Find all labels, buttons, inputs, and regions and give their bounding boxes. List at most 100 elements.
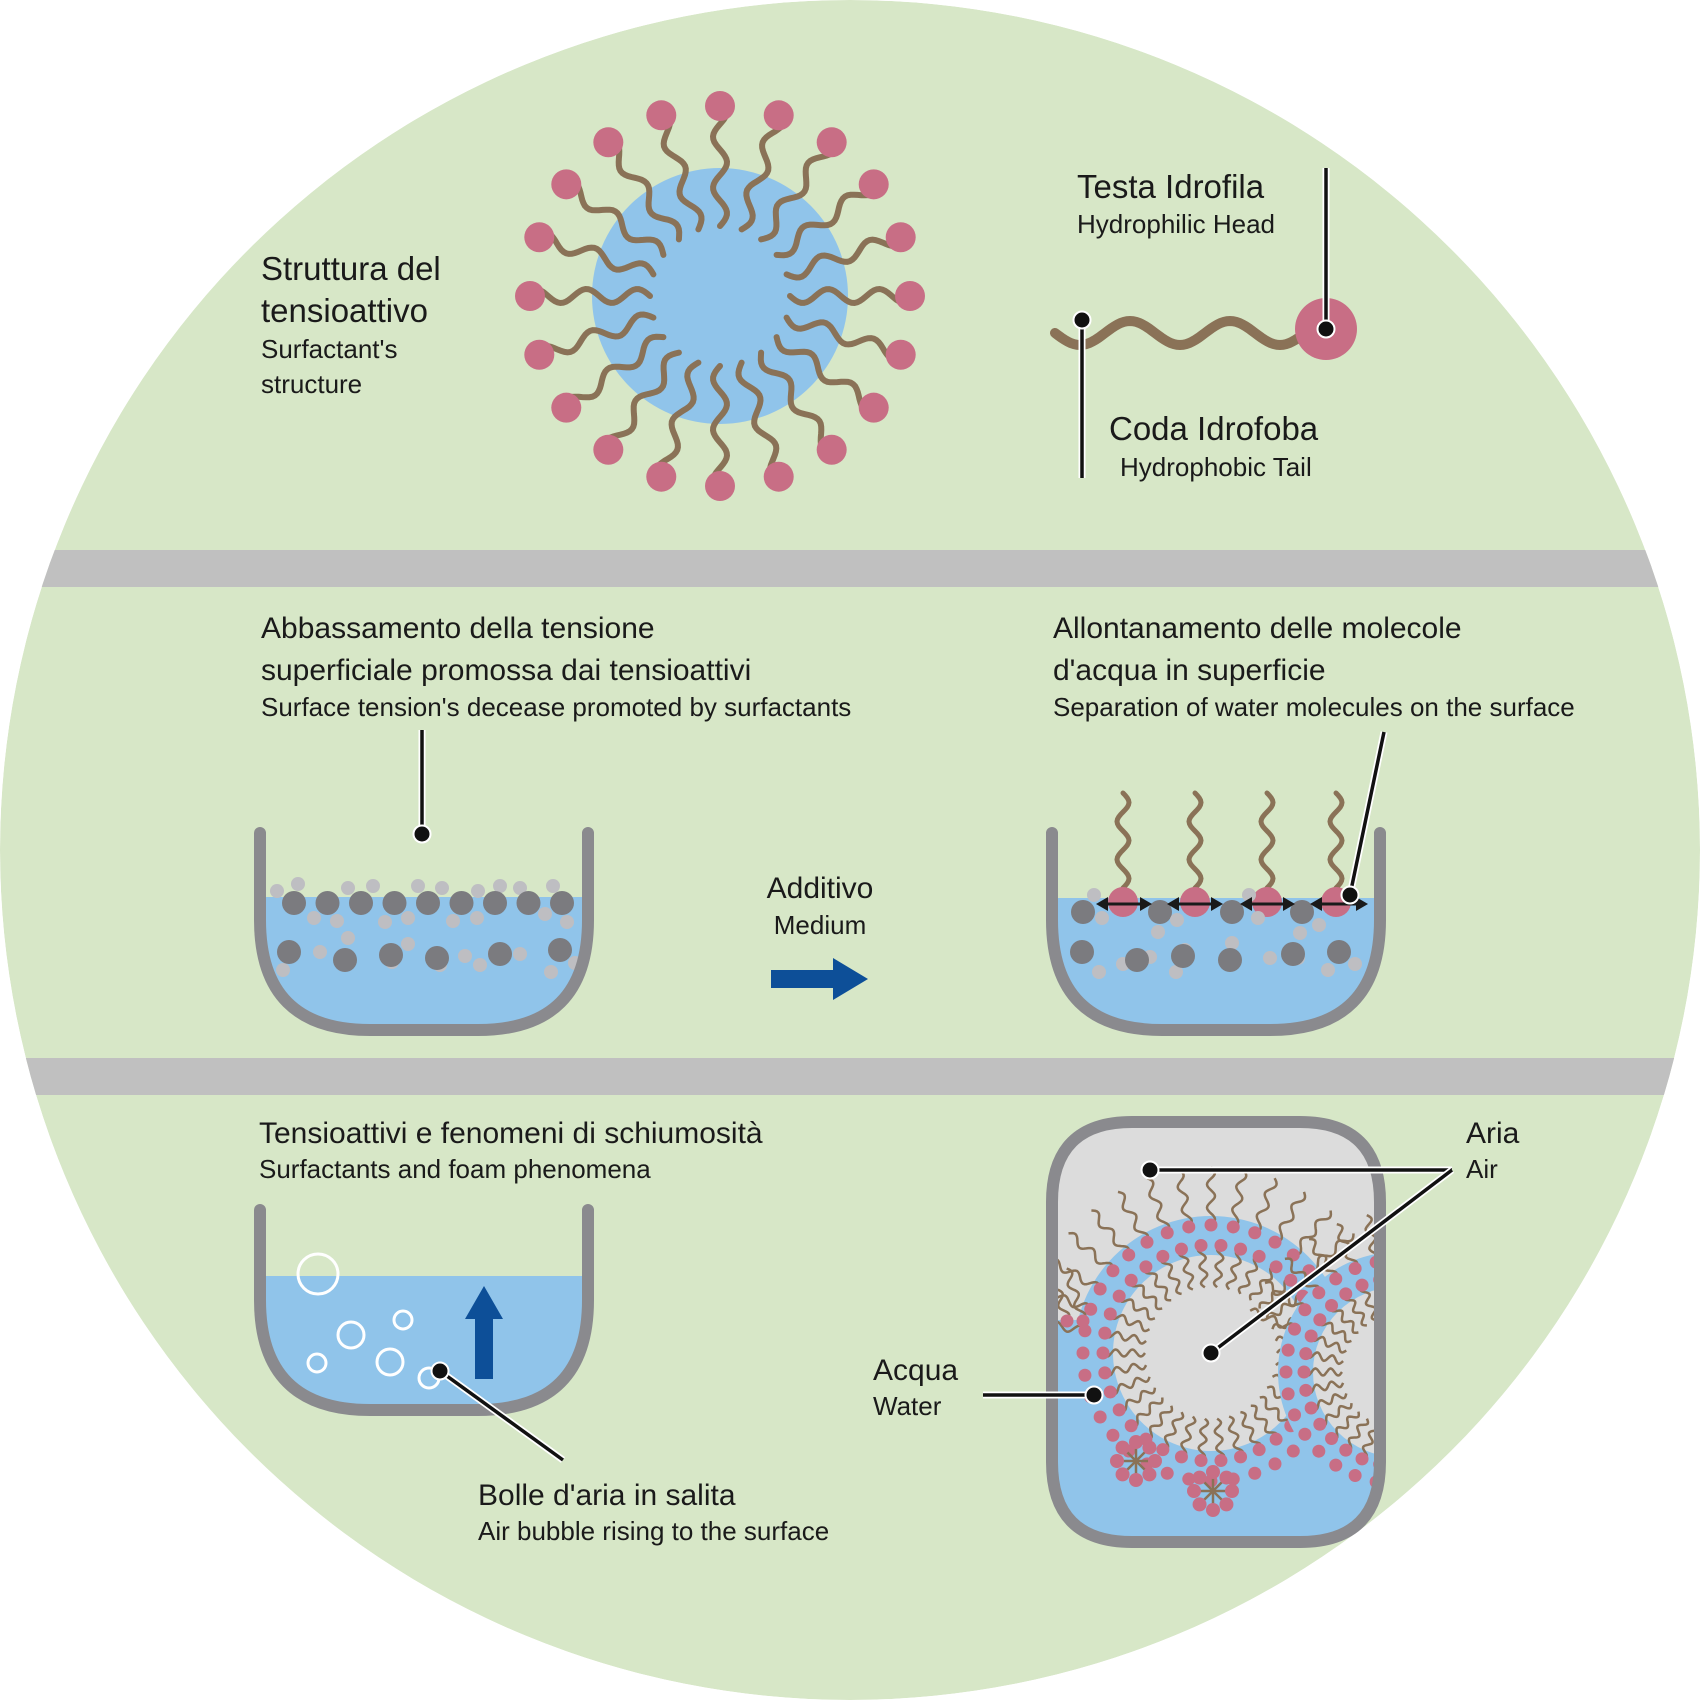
surfactant-tail — [1304, 1380, 1345, 1395]
water-molecule-light — [330, 914, 344, 928]
micelle-tail — [1135, 1460, 1147, 1472]
surfactant-head — [1234, 1450, 1248, 1464]
water-molecule-light — [473, 958, 487, 972]
arrow-up-icon — [465, 1286, 503, 1379]
water-molecule-dark — [379, 943, 403, 967]
tension-right-pointer — [1340, 731, 1388, 905]
surfactant-head — [1355, 1452, 1369, 1466]
structure-title-en-2: structure — [261, 369, 362, 399]
single-surfactant-molecule — [1050, 168, 1357, 478]
surfactant-head — [1106, 1264, 1120, 1278]
air-pointer-top — [1140, 1160, 1452, 1180]
surfactant-head — [1234, 1242, 1248, 1256]
water-molecule-light — [1151, 925, 1165, 939]
divider-bottom — [0, 1058, 1700, 1095]
beaker-wall — [254, 1204, 594, 1416]
water-molecule-dark — [315, 891, 340, 915]
surfactant-head — [1312, 1286, 1326, 1300]
surfactant-head — [551, 392, 582, 423]
double-arrow-icon — [1167, 897, 1223, 911]
surfactant-tail — [773, 191, 875, 259]
surfactant-head — [1329, 1458, 1343, 1472]
water-molecule-light — [560, 915, 574, 929]
air-bubble — [336, 1320, 366, 1350]
water-molecule-light — [341, 881, 355, 895]
water-molecule-light — [378, 915, 392, 929]
water-label-it: Acqua — [873, 1354, 958, 1387]
surfactant-tail — [1176, 1168, 1193, 1228]
surfactant-tail — [1249, 1307, 1296, 1330]
surfactant-head — [1214, 1238, 1228, 1252]
water-molecule-dark — [382, 891, 407, 915]
micelle-head — [1219, 1497, 1234, 1512]
surfactant-tail — [535, 285, 653, 307]
surfactant-head — [1078, 1324, 1092, 1338]
surfactant-head — [1279, 1365, 1293, 1379]
surfactant-tail — [787, 285, 905, 307]
air-bubble — [375, 1347, 405, 1377]
surfactant-head — [1471, 1445, 1484, 1458]
water-molecule-light — [1170, 913, 1184, 927]
surfactant-head — [1355, 1278, 1369, 1292]
surfactant-head — [1160, 1226, 1174, 1240]
double-arrow-icon — [1240, 897, 1295, 911]
surfactant-head — [1214, 1454, 1228, 1468]
surfactant-head — [551, 169, 582, 200]
surfactant-tail — [1274, 1191, 1307, 1244]
surfactant-head — [1098, 1326, 1112, 1340]
surfactant-head — [1348, 1262, 1362, 1276]
pointer-dot — [412, 824, 432, 844]
surfactant-tail — [1225, 1247, 1242, 1291]
surfactant-tail — [709, 363, 731, 481]
surfactant-tail — [565, 333, 667, 401]
surfactant-tail — [1303, 1367, 1343, 1377]
surfactant-head — [1288, 1408, 1302, 1422]
surfactant-head — [1174, 1450, 1188, 1464]
surfactant-tail — [1117, 1295, 1156, 1321]
surfactant-tail — [1129, 1280, 1163, 1311]
surfactant-tail — [1265, 1293, 1304, 1319]
air-label-en: Air — [1466, 1154, 1498, 1184]
water-molecule-dark — [548, 938, 572, 962]
water-molecule-light — [411, 879, 425, 893]
surfactant-tail — [1248, 1265, 1277, 1301]
tension-left-title-it-1: Abbassamento della tensione — [261, 612, 655, 645]
micelle-tail — [1212, 1490, 1224, 1502]
surfactant-head — [1204, 1218, 1218, 1232]
water-molecule-light — [1169, 965, 1183, 979]
water-molecule-dark — [1125, 948, 1149, 972]
surfactant-head — [816, 127, 847, 158]
water-molecule-light — [546, 879, 560, 893]
surfactant-head — [1076, 1346, 1090, 1360]
water-molecule-dark — [449, 891, 474, 915]
tension-right-title-it-1: Allontanamento delle molecole — [1053, 612, 1462, 645]
air-label-it: Aria — [1466, 1117, 1520, 1150]
section-structure: Struttura del tensioattivo Surfactant's … — [261, 91, 1357, 501]
water-molecule-dark — [516, 891, 541, 915]
foam-title-en: Surfactants and foam phenomena — [259, 1154, 651, 1184]
surfactant-head — [1103, 1385, 1117, 1399]
surfactant-tail — [573, 180, 667, 258]
surfactant-tail — [758, 149, 836, 243]
water-molecule-light — [1348, 957, 1362, 971]
surfactant-head — [1286, 1444, 1300, 1458]
surfactant-tail — [1310, 1393, 1348, 1412]
additive-label-it: Additivo — [767, 872, 874, 905]
micelle-head — [1129, 1435, 1143, 1449]
bubble-label-it: Bolle d'aria in salita — [478, 1479, 736, 1512]
surfactant-head — [1339, 1287, 1353, 1301]
head-label-en: Hydrophilic Head — [1077, 209, 1275, 239]
double-arrow-icon — [1096, 897, 1152, 911]
tension-left-title-en: Surface tension's decease promoted by su… — [261, 692, 851, 722]
surfactant-tail — [1052, 1286, 1092, 1310]
surfactant-head — [593, 434, 624, 465]
water-molecule-dark — [282, 891, 306, 915]
air-pointer-bubble — [1201, 1167, 1455, 1363]
surfactant-tail — [1343, 1293, 1367, 1327]
water-molecule-dark — [483, 891, 507, 915]
air-bubble — [296, 1252, 340, 1296]
water-molecule-dark — [277, 940, 301, 964]
small-micelle — [1110, 1435, 1162, 1487]
surfactant-head — [1124, 1273, 1138, 1287]
micelle-head — [1219, 1470, 1234, 1485]
